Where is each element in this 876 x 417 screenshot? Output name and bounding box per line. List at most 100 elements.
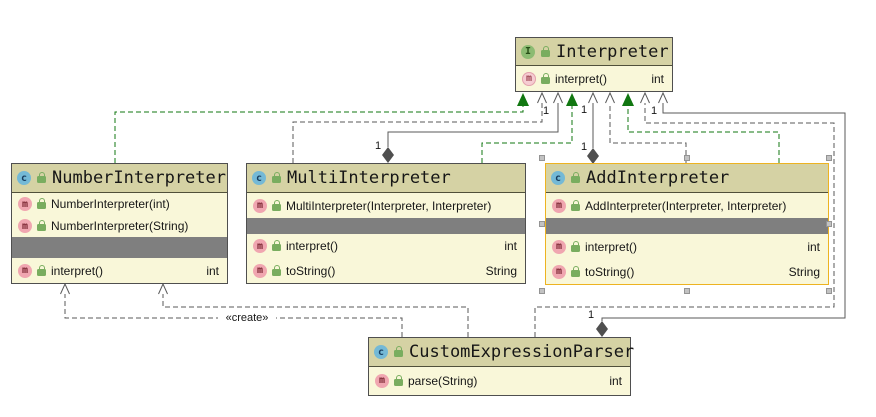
member-row-tostring[interactable]: m toString() String [247, 258, 525, 283]
method-name: interpret() [286, 239, 339, 253]
method-icon: m [552, 239, 566, 254]
selection-handle[interactable] [826, 155, 832, 161]
constructor-name: NumberInterpreter(int) [51, 197, 170, 211]
lock-icon [541, 72, 550, 84]
class-box-interpreter[interactable]: I Interpreter m interpret() int [515, 37, 673, 92]
lock-icon [394, 346, 403, 357]
multiplicity-label: 1 [543, 105, 549, 117]
edge-parser-number-dependency[interactable] [158, 282, 469, 337]
lock-icon [571, 172, 580, 183]
member-row-interpret[interactable]: m interpret() int [247, 234, 525, 258]
create-stereotype-label: «create» [218, 311, 276, 325]
method-name: interpret() [585, 239, 638, 254]
member-row-interpret[interactable]: m interpret() int [546, 234, 828, 259]
lock-icon [394, 374, 403, 386]
member-row-interpret[interactable]: m interpret() int [516, 66, 672, 91]
edge-multi-dependency[interactable] [292, 91, 547, 163]
class-header-interpreter[interactable]: I Interpreter [516, 38, 672, 66]
selection-handle[interactable] [684, 288, 690, 294]
selection-handle[interactable] [684, 155, 690, 161]
multiplicity-label: 1 [651, 105, 657, 117]
selection-handle[interactable] [826, 221, 832, 227]
class-icon: c [17, 171, 31, 185]
class-icon: c [551, 171, 565, 185]
class-header-customexpressionparser[interactable]: c CustomExpressionParser [369, 338, 634, 367]
class-header-multiinterpreter[interactable]: c MultiInterpreter [247, 164, 525, 193]
multiplicity-label: 1 [581, 141, 587, 153]
class-box-multiinterpreter[interactable]: c MultiInterpreter m MultiInterpreter(In… [246, 163, 526, 284]
open-arrow-icon [553, 91, 563, 104]
class-box-customexpressionparser[interactable]: c CustomExpressionParser m parse(String)… [368, 337, 634, 396]
method-return-type: int [206, 263, 219, 278]
method-icon: m [552, 264, 566, 279]
method-return-type: String [485, 263, 517, 278]
method-return-type: int [609, 373, 622, 388]
method-name: interpret() [51, 263, 104, 278]
method-icon: m [375, 373, 389, 388]
edge-add-dependency[interactable] [605, 91, 687, 163]
lock-icon [571, 199, 580, 211]
method-name: parse(String) [408, 373, 478, 388]
selection-handle[interactable] [539, 288, 545, 294]
selection-handle[interactable] [826, 288, 832, 294]
method-icon: m [253, 239, 267, 253]
method-name: toString() [585, 264, 635, 279]
method-return-type: int [807, 239, 820, 254]
class-title: Interpreter [556, 41, 669, 62]
method-icon: m [18, 197, 32, 211]
class-header-numberinterpreter[interactable]: c NumberInterpreter [12, 164, 227, 193]
open-arrow-icon [640, 91, 650, 104]
aggregation-diamond-icon [382, 147, 394, 163]
compartment-separator [247, 218, 525, 234]
class-icon: c [374, 345, 388, 359]
member-row-interpret[interactable]: m interpret() int [12, 258, 227, 283]
class-icon: c [252, 171, 266, 185]
method-icon: m [253, 198, 267, 213]
edge-parser-aggregation[interactable]: 1 1 [588, 91, 846, 337]
method-return-type: int [504, 239, 517, 253]
lock-icon [37, 198, 46, 209]
class-title: CustomExpressionParser [409, 342, 635, 362]
multiplicity-label: 1 [588, 309, 594, 321]
selection-handle[interactable] [539, 155, 545, 161]
edge-add-realization[interactable] [622, 93, 780, 163]
member-row-constructor-string[interactable]: m NumberInterpreter(String) [12, 215, 227, 237]
class-title: NumberInterpreter [52, 168, 226, 188]
member-row-tostring[interactable]: m toString() String [546, 259, 828, 284]
open-arrow-icon [588, 91, 598, 104]
constructor-name: NumberInterpreter(String) [51, 219, 189, 233]
class-box-numberinterpreter[interactable]: c NumberInterpreter m NumberInterpreter(… [11, 163, 228, 284]
lock-icon [272, 264, 281, 276]
aggregation-diamond-icon [587, 148, 599, 164]
selection-handle[interactable] [539, 221, 545, 227]
lock-icon [37, 172, 46, 183]
edge-multi-aggregation[interactable]: 1 1 [375, 91, 563, 163]
member-row-constructor[interactable]: m MultiInterpreter(Interpreter, Interpre… [247, 193, 525, 218]
method-icon: m [18, 219, 32, 233]
compartment-separator [12, 237, 227, 258]
method-name: interpret() [555, 71, 608, 86]
multiplicity-label: 1 [375, 140, 381, 152]
class-header-addinterpreter[interactable]: c AddInterpreter [546, 164, 828, 193]
method-icon: m [18, 263, 32, 278]
member-row-constructor[interactable]: m AddInterpreter(Interpreter, Interprete… [546, 193, 828, 218]
lock-icon [37, 264, 46, 276]
edge-number-realization[interactable] [114, 93, 529, 163]
edge-parser-interpreter-dependency[interactable] [534, 91, 835, 337]
open-arrow-icon [658, 91, 668, 104]
method-name: toString() [286, 263, 336, 278]
lock-icon [272, 199, 281, 211]
member-row-parse[interactable]: m parse(String) int [369, 367, 630, 394]
method-icon: m [552, 198, 566, 213]
edge-multi-realization[interactable] [481, 93, 578, 163]
class-title: MultiInterpreter [287, 168, 451, 188]
aggregation-diamond-icon [596, 321, 608, 337]
method-return-type: int [651, 71, 664, 86]
realization-triangle-icon [566, 93, 578, 106]
method-icon: m [522, 71, 536, 86]
constructor-name: MultiInterpreter(Interpreter, Interprete… [286, 198, 492, 213]
class-box-addinterpreter[interactable]: c AddInterpreter m AddInterpreter(Interp… [545, 163, 829, 285]
edge-add-aggregation[interactable]: 1 1 [581, 91, 599, 164]
member-row-constructor-int[interactable]: m NumberInterpreter(int) [12, 193, 227, 215]
